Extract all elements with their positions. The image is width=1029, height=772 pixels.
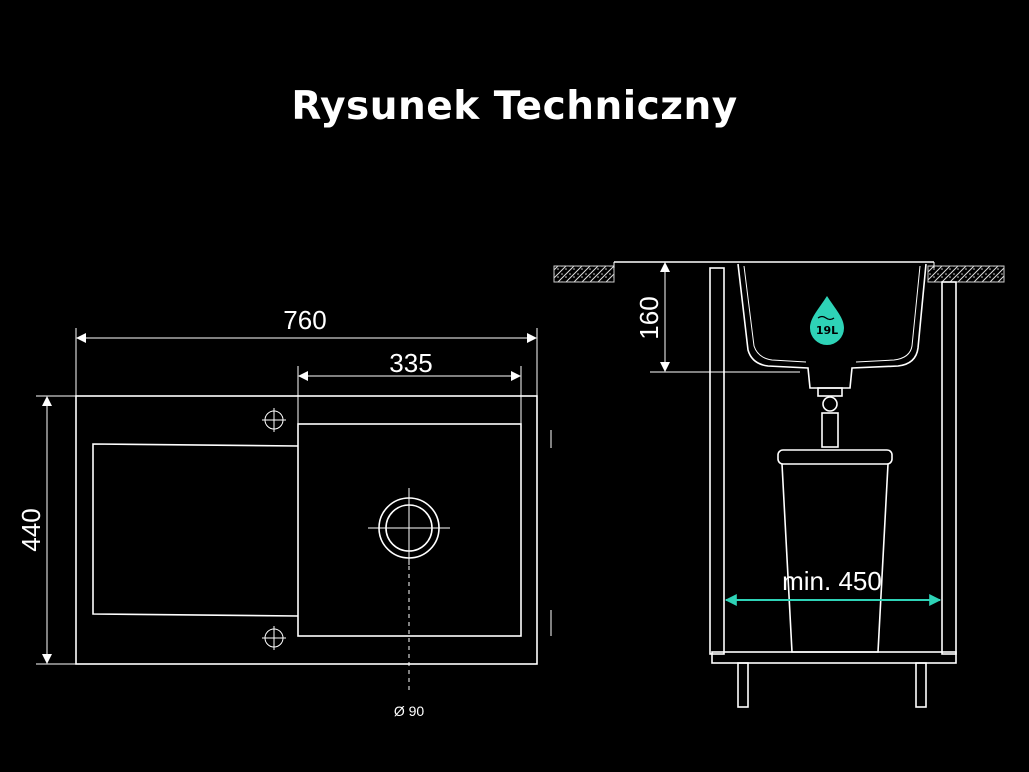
drain-icon [368, 488, 450, 692]
bowl-width-label: 335 [389, 348, 432, 378]
depth-label: 440 [16, 508, 46, 551]
cabinet-panel-right [941, 281, 957, 655]
top-view: 760 335 440 [16, 305, 552, 719]
bowl-outline [297, 423, 522, 637]
cabinet-leg [737, 662, 749, 708]
drainer-area [92, 443, 299, 617]
cabinet-width-label: min. 450 [782, 566, 882, 596]
drain-diameter-label: Ø 90 [394, 703, 425, 719]
tap-hole-icon [262, 408, 286, 432]
countertop-left [553, 265, 615, 283]
width-label: 760 [283, 305, 326, 335]
cabinet-leg [915, 662, 927, 708]
side-view: 160 min. 450 19L [553, 261, 1005, 708]
cabinet-bottom [711, 651, 957, 664]
tap-hole-icon [262, 626, 286, 650]
bowl-depth-label: 160 [634, 296, 664, 339]
bowl-profile-inner [743, 265, 921, 363]
sink-outline [75, 395, 538, 665]
page-title: Rysunek Techniczny [291, 84, 738, 129]
capacity-badge-label: 19L [816, 324, 838, 337]
water-drop-icon [810, 296, 844, 345]
drain-trap-icon [817, 387, 843, 448]
waste-bin-icon [777, 449, 893, 653]
cabinet-panel-left [709, 267, 725, 655]
countertop-right [927, 265, 1005, 283]
